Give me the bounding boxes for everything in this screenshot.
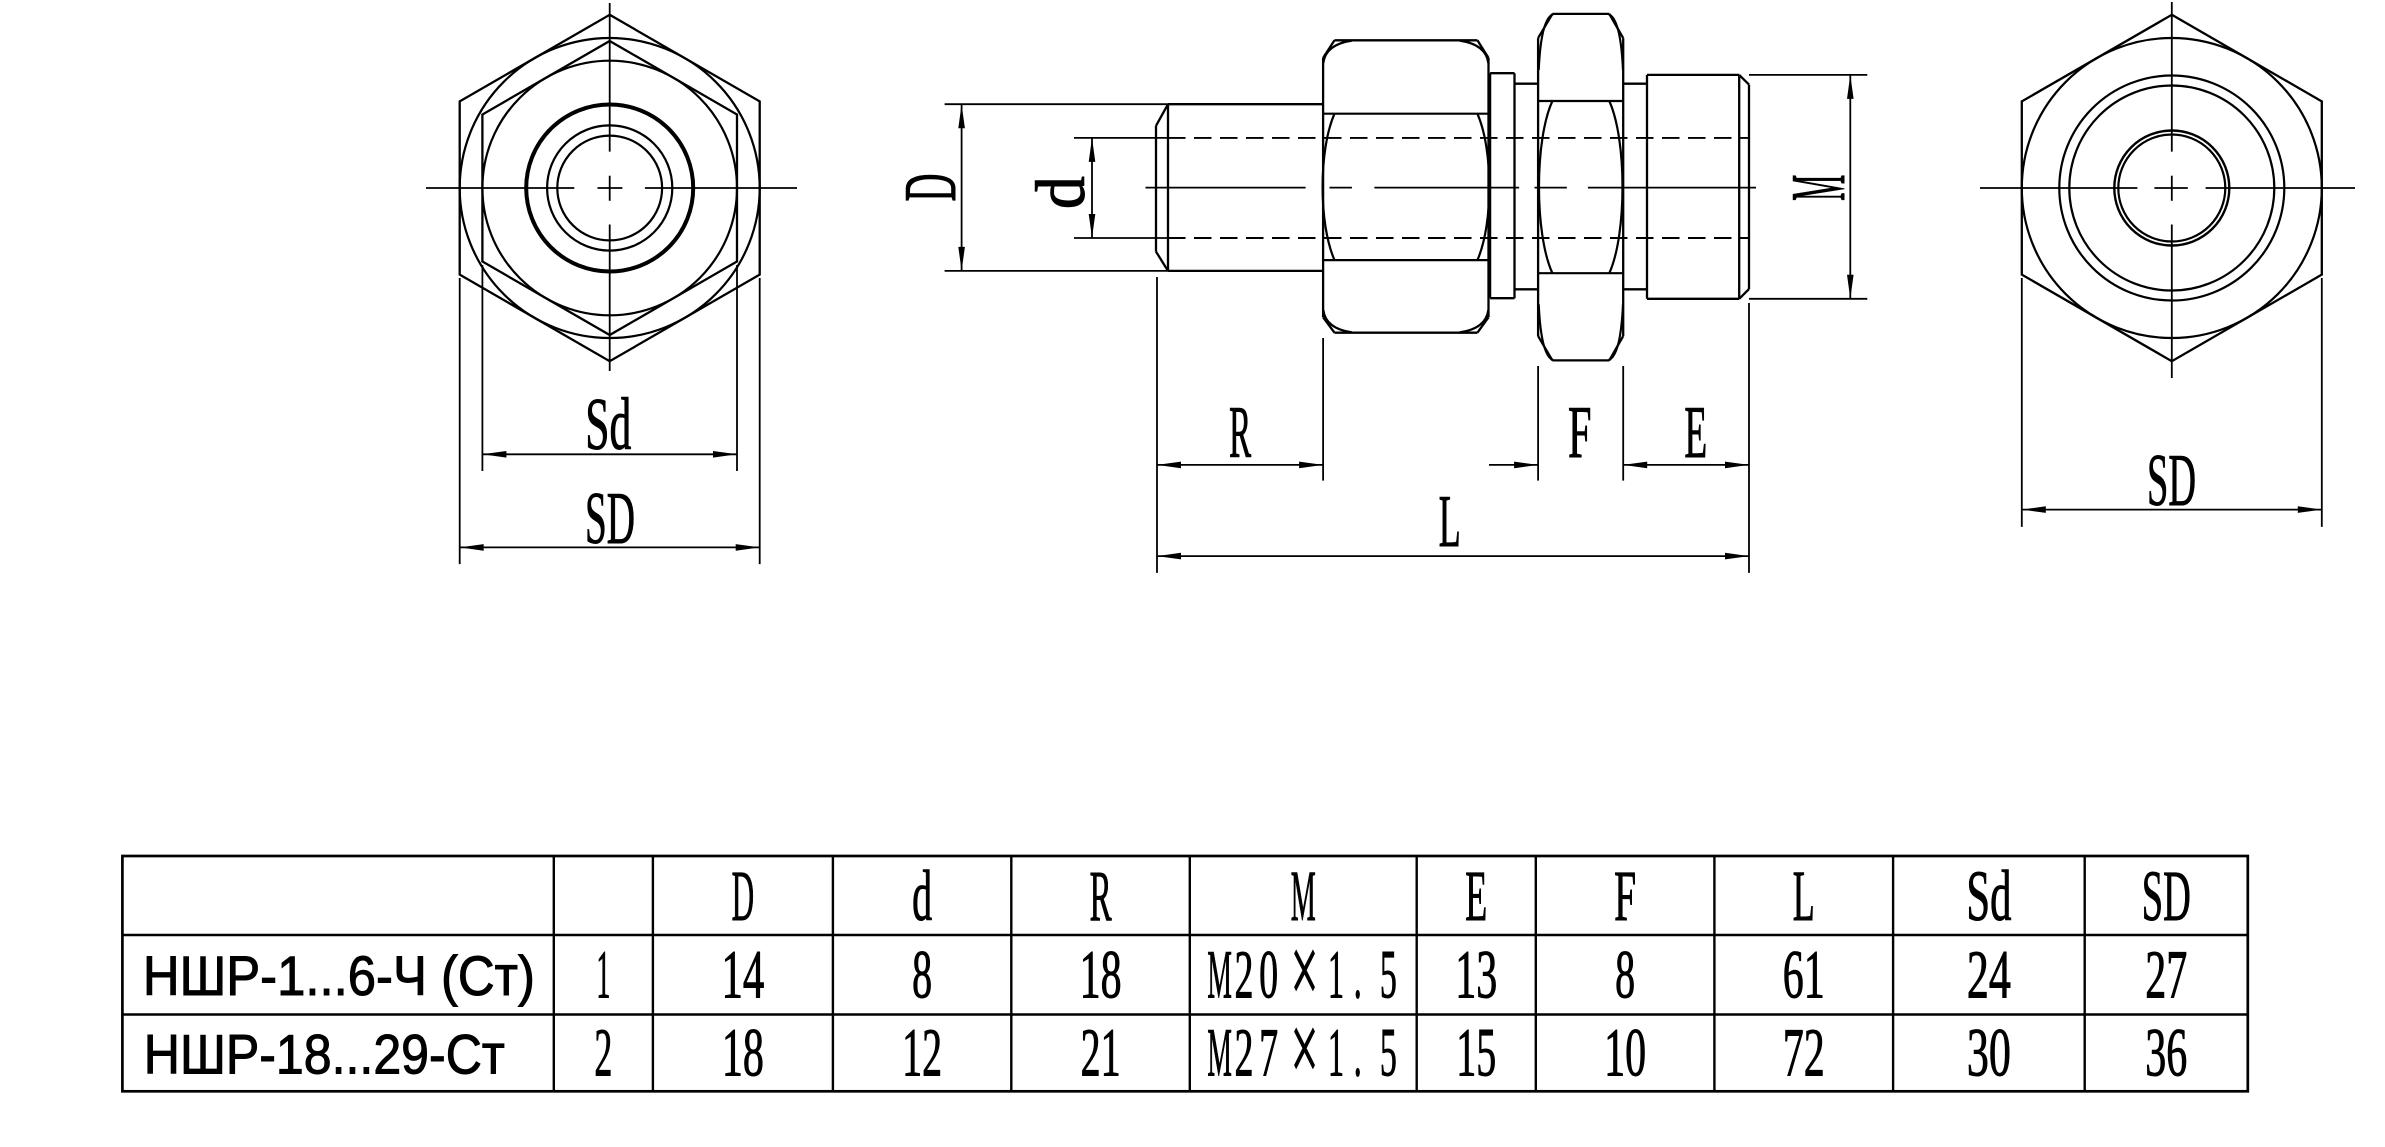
svg-text:2: 2 <box>1235 1014 1254 1090</box>
svg-text:L: L <box>1793 856 1815 936</box>
svg-text:1: 1 <box>1328 936 1344 1012</box>
svg-text:72: 72 <box>1783 1014 1825 1090</box>
svg-text:Sd: Sd <box>1966 856 2011 936</box>
svg-text:L: L <box>1439 481 1461 563</box>
svg-text:13: 13 <box>1455 936 1497 1012</box>
svg-text:SD: SD <box>2142 856 2191 936</box>
svg-text:8: 8 <box>912 936 932 1012</box>
svg-text:10: 10 <box>1604 1014 1646 1090</box>
svg-text:F: F <box>1614 856 1636 936</box>
svg-text:Sd: Sd <box>585 384 631 466</box>
svg-text:M: M <box>1207 936 1232 1012</box>
svg-text:SD: SD <box>585 478 635 560</box>
svg-text:.: . <box>1354 1014 1362 1090</box>
svg-text:21: 21 <box>1081 1014 1121 1090</box>
svg-text:d: d <box>1023 176 1100 209</box>
svg-text:F: F <box>1568 392 1592 474</box>
svg-text:2: 2 <box>594 1014 612 1090</box>
svg-text:7: 7 <box>1259 1014 1278 1090</box>
svg-text:НШР-1...6-Ч (Ст): НШР-1...6-Ч (Ст) <box>143 945 535 1007</box>
svg-text:24: 24 <box>1967 936 2011 1012</box>
svg-text:НШР-18...29-Ст: НШР-18...29-Ст <box>144 1024 505 1086</box>
svg-text:D: D <box>732 856 755 936</box>
svg-text:18: 18 <box>1080 936 1122 1012</box>
svg-text:M: M <box>1775 175 1861 201</box>
svg-text:5: 5 <box>1380 1014 1397 1090</box>
svg-text:14: 14 <box>722 936 765 1012</box>
svg-text:2: 2 <box>1235 936 1254 1012</box>
svg-text:R: R <box>1090 856 1112 936</box>
svg-text:5: 5 <box>1380 936 1397 1012</box>
svg-text:36: 36 <box>2145 1014 2187 1090</box>
svg-text:.: . <box>1354 936 1362 1012</box>
svg-text:SD: SD <box>2147 440 2196 522</box>
svg-text:30: 30 <box>1967 1014 2011 1090</box>
svg-text:R: R <box>1229 392 1251 474</box>
svg-text:12: 12 <box>902 1014 942 1090</box>
svg-text:M: M <box>1291 856 1316 936</box>
svg-text:M: M <box>1207 1014 1232 1090</box>
svg-text:E: E <box>1684 392 1707 474</box>
svg-text:0: 0 <box>1259 936 1278 1012</box>
svg-text:18: 18 <box>722 1014 764 1090</box>
svg-text:×: × <box>1291 992 1319 1103</box>
svg-text:15: 15 <box>1456 1014 1496 1090</box>
svg-text:61: 61 <box>1783 936 1825 1012</box>
svg-text:d: d <box>912 856 932 936</box>
svg-text:×: × <box>1291 914 1319 1025</box>
svg-text:D: D <box>890 174 972 202</box>
svg-text:1: 1 <box>1328 1014 1344 1090</box>
svg-text:27: 27 <box>2145 936 2187 1012</box>
svg-text:8: 8 <box>1615 936 1635 1012</box>
svg-text:1: 1 <box>596 936 610 1012</box>
svg-text:E: E <box>1465 856 1487 936</box>
